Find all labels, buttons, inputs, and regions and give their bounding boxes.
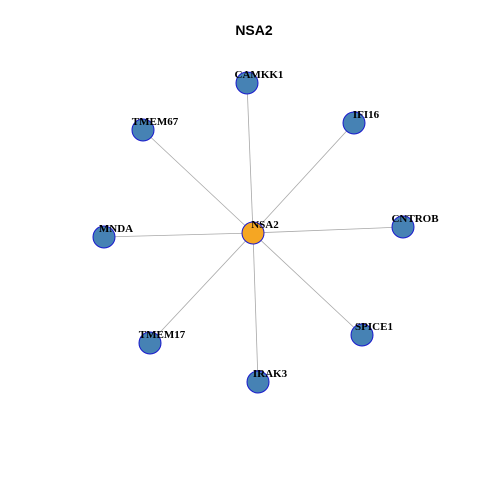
- graph-title: NSA2: [235, 22, 273, 38]
- node-nsa2: [241, 221, 265, 245]
- nodes-layer: [92, 71, 415, 394]
- edge-nsa2-camkk1: [246, 82, 254, 234]
- edges-layer: [103, 82, 404, 383]
- node-tmem67: [131, 118, 155, 142]
- edge-nsa2-tmem17: [149, 232, 254, 344]
- node-label-spice1: SPICE1: [355, 321, 393, 333]
- node-irak3: [246, 370, 270, 394]
- edge-nsa2-tmem67: [142, 129, 254, 234]
- edge-nsa2-mnda: [103, 232, 254, 238]
- node-label-nsa2: NSA2: [251, 219, 279, 231]
- node-cntrob: [391, 215, 415, 239]
- node-label-ifi16: IFI16: [353, 109, 380, 121]
- edge-nsa2-spice1: [252, 232, 363, 336]
- node-label-irak3: IRAK3: [253, 368, 288, 380]
- edge-nsa2-ifi16: [252, 122, 355, 234]
- node-camkk1: [235, 71, 259, 95]
- edge-nsa2-cntrob: [252, 226, 404, 234]
- node-label-cntrob: CNTROB: [391, 213, 439, 225]
- node-label-tmem67: TMEM67: [132, 116, 179, 128]
- node-label-mnda: MNDA: [99, 223, 133, 235]
- node-ifi16: [342, 111, 366, 135]
- node-label-camkk1: CAMKK1: [235, 69, 284, 81]
- node-spice1: [350, 323, 374, 347]
- node-label-tmem17: TMEM17: [139, 329, 186, 341]
- node-tmem17: [138, 331, 162, 355]
- edge-nsa2-irak3: [252, 232, 259, 383]
- node-mnda: [92, 225, 116, 249]
